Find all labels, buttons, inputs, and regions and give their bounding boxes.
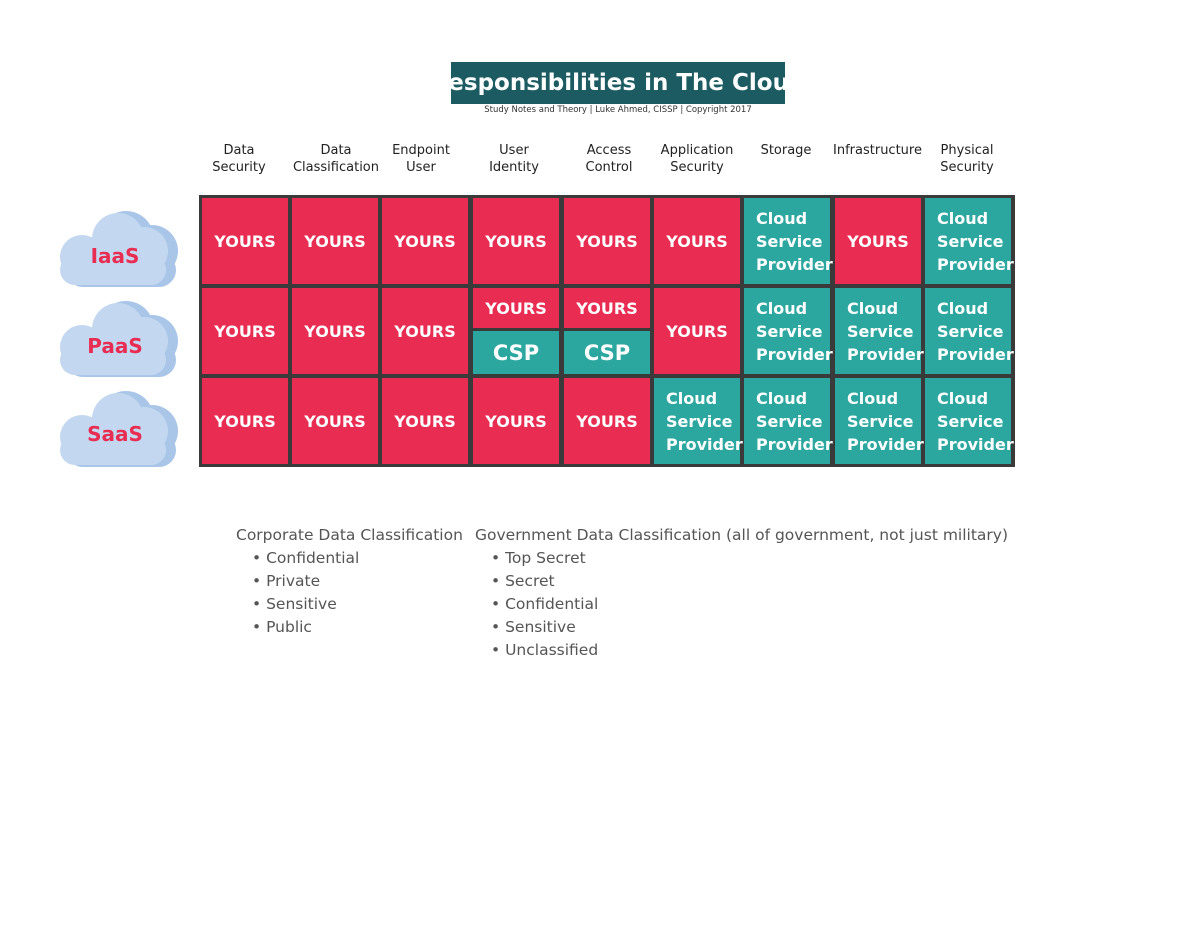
cell-paas-user-identity-csp: CSP xyxy=(473,331,559,374)
col-header-infrastructure: Infrastructure xyxy=(833,143,922,158)
cloud-icon-paas xyxy=(60,301,178,377)
cell-iaas-data-classification: YOURS xyxy=(292,198,378,284)
cell-paas-access-control-yours: YOURS xyxy=(564,288,650,328)
list-item: Private xyxy=(252,570,463,593)
list-item: Sensitive xyxy=(491,616,1008,639)
cell-paas-application-security: YOURS xyxy=(654,288,740,374)
cell-saas-data-security: YOURS xyxy=(202,378,288,464)
list-item: Confidential xyxy=(252,547,463,570)
list-item: Top Secret xyxy=(491,547,1008,570)
cell-saas-data-classification: YOURS xyxy=(292,378,378,464)
cell-iaas-user-identity: YOURS xyxy=(473,198,559,284)
row-label-saas: SaaS xyxy=(87,422,143,446)
cell-iaas-endpoint-user: YOURS xyxy=(382,198,468,284)
list-item: Unclassified xyxy=(491,639,1008,662)
government-classification-list: Government Data Classification (all of g… xyxy=(475,524,1008,662)
cell-paas-data-security: YOURS xyxy=(202,288,288,374)
corporate-classification-heading: Corporate Data Classification xyxy=(236,526,463,544)
list-item: Confidential xyxy=(491,593,1008,616)
cell-iaas-data-security: YOURS xyxy=(202,198,288,284)
cell-paas-endpoint-user: YOURS xyxy=(382,288,468,374)
cell-paas-user-identity-yours: YOURS xyxy=(473,288,559,328)
row-label-iaas: IaaS xyxy=(90,244,140,268)
responsibility-grid: YOURS YOURS YOURS YOURS YOURS YOURS Clou… xyxy=(199,195,1015,467)
cell-iaas-infrastructure: YOURS xyxy=(835,198,921,284)
cell-iaas-access-control: YOURS xyxy=(564,198,650,284)
cell-iaas-application-security: YOURS xyxy=(654,198,740,284)
corporate-classification-list: Corporate Data Classification Confidenti… xyxy=(236,524,463,639)
list-item: Secret xyxy=(491,570,1008,593)
cell-saas-endpoint-user: YOURS xyxy=(382,378,468,464)
cell-paas-access-control-csp: CSP xyxy=(564,331,650,374)
page-title: Responsibilities in The Cloud xyxy=(431,62,805,104)
row-label-paas: PaaS xyxy=(87,334,143,358)
cloud-icon-iaas xyxy=(60,211,178,287)
list-item: Sensitive xyxy=(252,593,463,616)
col-header-storage: Storage xyxy=(760,143,812,158)
list-item: Public xyxy=(252,616,463,639)
page-subtitle: Study Notes and Theory | Luke Ahmed, CIS… xyxy=(484,105,752,115)
cell-saas-user-identity: YOURS xyxy=(473,378,559,464)
cell-paas-data-classification: YOURS xyxy=(292,288,378,374)
cloud-icon-saas xyxy=(60,391,178,467)
cell-saas-access-control: YOURS xyxy=(564,378,650,464)
government-classification-heading: Government Data Classification (all of g… xyxy=(475,526,1009,544)
